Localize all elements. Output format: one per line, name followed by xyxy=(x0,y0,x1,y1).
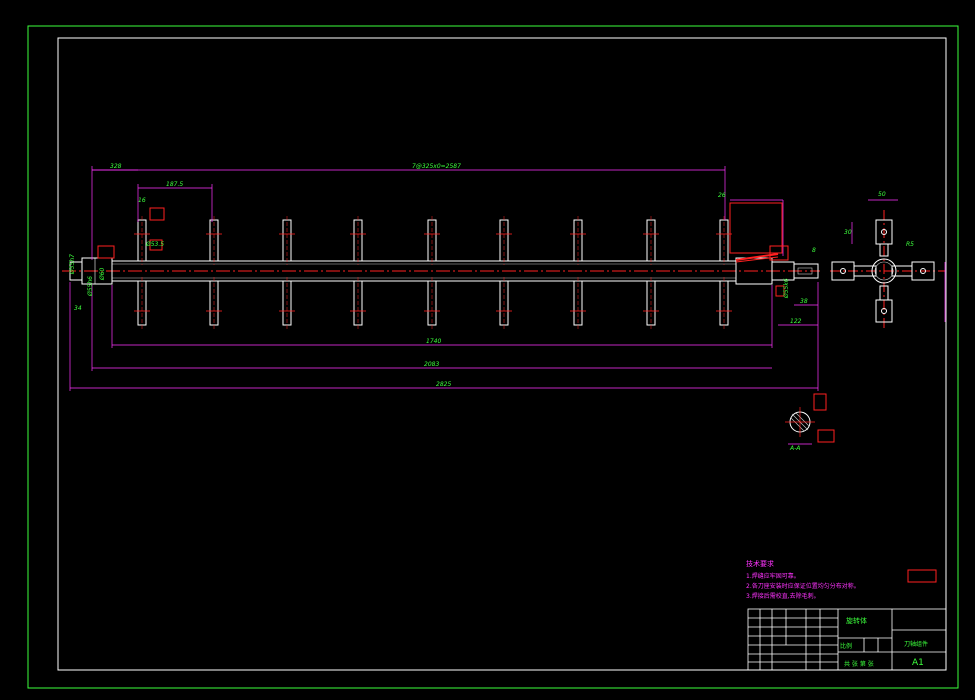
notes-line-3: 3.焊接后需校直,去除毛刺。 xyxy=(746,592,820,600)
callout-boxes xyxy=(97,202,937,583)
title-drawing-name: 刀轴组件 xyxy=(904,640,928,648)
dim-left-offset: 328 xyxy=(110,163,122,170)
blade-array xyxy=(134,216,732,329)
blade-pair xyxy=(206,216,222,329)
blade-pair xyxy=(134,216,150,329)
blade-pair xyxy=(350,216,366,329)
dim-right-dia: Ø55k6 xyxy=(783,278,790,299)
dim-step-len: 38 xyxy=(800,298,808,305)
title-part-name: 旋转体 xyxy=(846,616,867,625)
dim-blade-width: 16 xyxy=(138,197,146,204)
dim-key-width: 8 xyxy=(812,247,816,254)
dim-right-len: 122 xyxy=(790,318,802,325)
dim-first-blade: 187.5 xyxy=(166,181,183,188)
blade-pair xyxy=(570,216,586,329)
side-view xyxy=(830,199,946,330)
dim-shaft-dia: Ø53.5 xyxy=(145,241,164,248)
dim-right-gap: 26 xyxy=(718,192,726,199)
blade-pair xyxy=(496,216,512,329)
dim-mid-len: 2083 xyxy=(424,361,439,368)
section-view xyxy=(785,407,815,445)
dim-total-len: 2825 xyxy=(436,381,451,388)
title-sheet-size: A1 xyxy=(912,658,924,668)
dim-hub-radius: R5 xyxy=(906,241,914,248)
notes-title: 技术要求 xyxy=(746,559,774,568)
dim-hub-width: 50 xyxy=(878,191,886,198)
dim-left-len: 34 xyxy=(74,305,82,312)
dim-hub-height: 30 xyxy=(844,229,852,236)
blade-pair xyxy=(716,216,732,329)
dimension-lines xyxy=(69,166,819,391)
title-scale-label: 比例 xyxy=(840,642,852,650)
blade-pair xyxy=(643,216,659,329)
title-block xyxy=(747,608,947,671)
shaft-assembly xyxy=(62,253,820,285)
blade-pair xyxy=(424,216,440,329)
blade-pair xyxy=(279,216,295,329)
dim-left-dia-b: Ø55h6 xyxy=(87,276,94,297)
dim-bore: Ø60 xyxy=(99,267,106,281)
inner-frame xyxy=(57,37,947,671)
section-label: A-A xyxy=(789,445,800,452)
outer-frame xyxy=(27,25,959,689)
notes-line-2: 2.各刀座安装时应保证位置均匀分布对称。 xyxy=(746,582,860,590)
dim-left-dia-a: Ø55h7 xyxy=(69,254,76,275)
dim-top-spacing: 7@325x0=2587 xyxy=(412,163,461,170)
dim-shaft-len: 1740 xyxy=(426,338,441,345)
title-sheet-count: 共 张 第 张 xyxy=(844,660,874,668)
notes-line-1: 1.焊缝应牢固可靠。 xyxy=(746,572,800,580)
